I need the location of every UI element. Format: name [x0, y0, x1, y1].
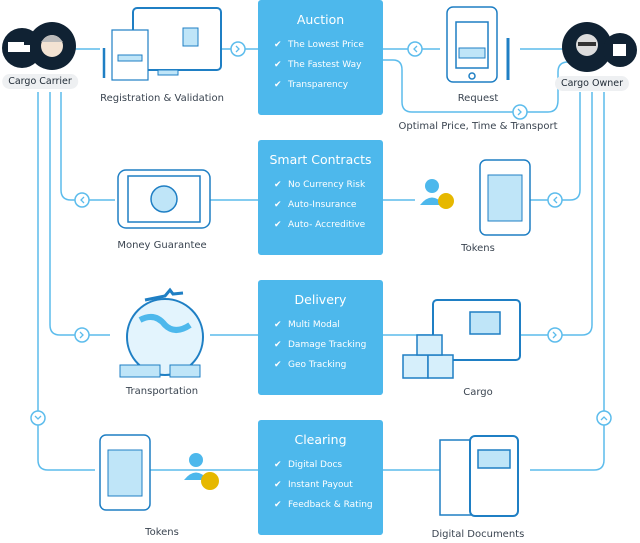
- digital-documents-label: Digital Documents: [431, 529, 525, 540]
- auction-item: ✔Transparency: [274, 75, 383, 95]
- cargo-icon: [402, 299, 521, 379]
- check-icon: ✔: [274, 80, 282, 90]
- tokens-left-icon: [99, 434, 219, 511]
- check-icon: ✔: [274, 460, 282, 470]
- smart-contracts-item: ✔No Currency Risk: [274, 175, 383, 195]
- clearing-item: ✔Instant Payout: [274, 475, 383, 495]
- auction-box: Auction ✔The Lowest Price ✔The Fastest W…: [258, 0, 383, 115]
- request-label: Request: [457, 93, 499, 104]
- check-icon: ✔: [274, 220, 282, 230]
- arrow-circles: [30, 41, 612, 426]
- transportation-label: Transportation: [125, 386, 199, 397]
- check-icon: ✔: [274, 480, 282, 490]
- check-icon: ✔: [274, 60, 282, 70]
- delivery-title: Delivery: [294, 292, 347, 307]
- money-guarantee-label: Money Guarantee: [117, 240, 207, 251]
- cargo-carrier-label: Cargo Carrier: [2, 74, 78, 89]
- clearing-item: ✔Feedback & Rating: [274, 495, 383, 515]
- request-phone-icon: [446, 6, 510, 83]
- chevron-icons: [34, 45, 608, 421]
- smart-contracts-item: ✔Auto- Accreditive: [274, 215, 383, 235]
- optimal-label: Optimal Price, Time & Transport: [398, 121, 558, 132]
- clearing-item: ✔Digital Docs: [274, 455, 383, 475]
- auction-item: ✔The Lowest Price: [274, 35, 383, 55]
- registration-icon: [102, 7, 222, 81]
- clearing-title: Clearing: [294, 432, 347, 447]
- registration-label: Registration & Validation: [100, 93, 224, 104]
- check-icon: ✔: [274, 40, 282, 50]
- transportation-globe-icon: [119, 287, 204, 378]
- smart-contracts-title: Smart Contracts: [269, 152, 372, 167]
- cargo-carrier-avatar: [2, 22, 76, 70]
- cargo-label: Cargo: [463, 387, 493, 398]
- delivery-item: ✔Damage Tracking: [274, 335, 383, 355]
- money-guarantee-icon: [117, 169, 211, 229]
- smart-contracts-item: ✔Auto-Insurance: [274, 195, 383, 215]
- check-icon: ✔: [274, 500, 282, 510]
- tokens-right-icon: [420, 159, 531, 236]
- check-icon: ✔: [274, 180, 282, 190]
- check-icon: ✔: [274, 360, 282, 370]
- clearing-box: Clearing ✔Digital Docs ✔Instant Payout ✔…: [258, 420, 383, 535]
- cargo-owner-label: Cargo Owner: [554, 76, 630, 91]
- smart-contracts-box: Smart Contracts ✔No Currency Risk ✔Auto-…: [258, 140, 383, 255]
- delivery-item: ✔Multi Modal: [274, 315, 383, 335]
- check-icon: ✔: [274, 320, 282, 330]
- auction-title: Auction: [296, 12, 345, 27]
- check-icon: ✔: [274, 340, 282, 350]
- digital-documents-icon: [439, 435, 519, 517]
- tokens-right-label: Tokens: [461, 243, 495, 254]
- delivery-box: Delivery ✔Multi Modal ✔Damage Tracking ✔…: [258, 280, 383, 395]
- delivery-item: ✔Geo Tracking: [274, 355, 383, 375]
- check-icon: ✔: [274, 200, 282, 210]
- tokens-left-label: Tokens: [145, 527, 179, 538]
- auction-item: ✔The Fastest Way: [274, 55, 383, 75]
- cargo-owner-avatar: [562, 22, 637, 72]
